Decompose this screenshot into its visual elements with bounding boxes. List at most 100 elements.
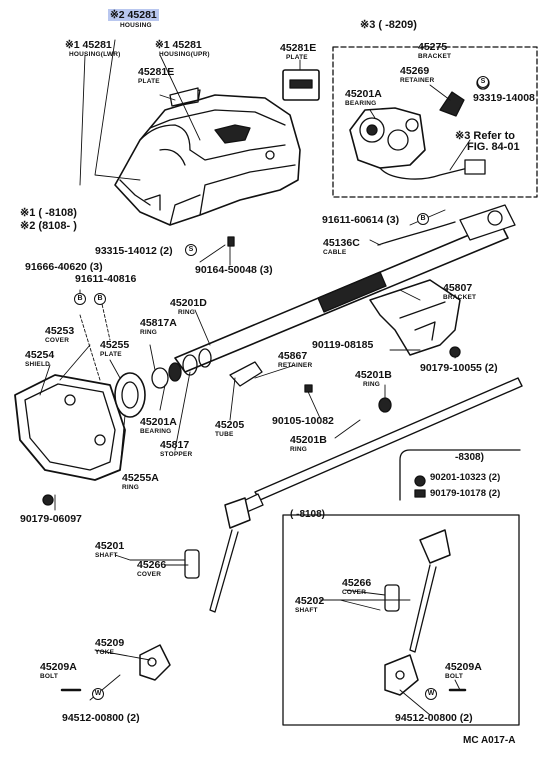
range-code-3: ※3 bbox=[360, 19, 376, 31]
part-number: 45281E bbox=[138, 66, 175, 78]
label-45281-upr: ※1 45281 HOUSING(UPR) bbox=[155, 39, 210, 59]
label-45266-b: 45266 COVER bbox=[342, 577, 372, 597]
part-name: HOUSING bbox=[120, 22, 152, 29]
fastener-glyphs bbox=[42, 236, 461, 506]
refer-text: ※3 Refer to bbox=[455, 130, 515, 142]
part-name: RING bbox=[363, 381, 381, 388]
plate-small-icon bbox=[169, 87, 199, 107]
label-90201: 90201-10323 (2) bbox=[430, 472, 501, 483]
part-name: COVER bbox=[45, 337, 70, 344]
inset-shaft-assembly bbox=[384, 529, 467, 696]
diagram-id: MC A017-A bbox=[463, 735, 516, 746]
label-45201a-mid: 45201A BEARING bbox=[140, 417, 177, 436]
label-45867: 45867 RETAINER bbox=[278, 350, 312, 370]
label-90105: 90105-10082 bbox=[272, 415, 334, 427]
label-90179-06097: 90179-06097 bbox=[20, 513, 82, 525]
part-name: SHAFT bbox=[95, 552, 118, 559]
range-header-2: ※2 (8108- ) bbox=[20, 219, 77, 232]
part-number: 45253 bbox=[45, 325, 75, 337]
range-header-1: ※1 ( -8108) bbox=[20, 206, 77, 219]
label-45281e-b: 45281E PLATE bbox=[280, 42, 317, 62]
part-number: 45202 bbox=[295, 595, 325, 607]
label-45817a: 45817A RING bbox=[140, 318, 177, 337]
inset-range-8308: -8308) bbox=[455, 452, 484, 463]
part-number: 45255 bbox=[100, 339, 130, 351]
label-45253: 45253 COVER bbox=[45, 325, 75, 345]
part-number: 45201B bbox=[355, 369, 392, 381]
part-number: 45209A bbox=[40, 661, 77, 673]
part-number: 45205 bbox=[215, 419, 245, 431]
column-bracket bbox=[369, 279, 461, 356]
part-name: BRACKET bbox=[443, 294, 477, 301]
label-45201b-b: 45201B RING bbox=[290, 434, 327, 454]
range-value-3: ( -8209) bbox=[378, 19, 417, 31]
symbol-w-icon: W bbox=[92, 688, 104, 700]
label-94512-a: 94512-00800 (2) bbox=[62, 712, 140, 724]
label-45807: 45807 BRACKET bbox=[443, 282, 476, 302]
label-45201: 45201 SHAFT bbox=[95, 540, 125, 560]
symbol-b-icon: B bbox=[417, 213, 429, 225]
label-45201b-a: 45201B RING bbox=[355, 369, 392, 389]
part-number: 45209A bbox=[445, 661, 482, 673]
label-45209a-b: 45209A BOLT bbox=[445, 661, 482, 681]
part-name: TUBE bbox=[215, 431, 234, 438]
column-plate bbox=[114, 372, 146, 418]
ignition-lock-assembly bbox=[349, 76, 490, 180]
part-number: 45867 bbox=[278, 350, 308, 362]
inset-range-8108: ( -8108) bbox=[290, 509, 326, 520]
part-name: HOUSING(UPR) bbox=[159, 51, 210, 58]
label-45205: 45205 TUBE bbox=[215, 419, 245, 439]
part-name: BEARING bbox=[140, 428, 172, 435]
part-name: COVER bbox=[137, 571, 162, 578]
part-number: 45266 bbox=[342, 577, 372, 589]
part-number: ※1 45281 bbox=[155, 39, 202, 51]
label-93315: 93315-14012 (2) bbox=[95, 245, 173, 257]
part-number: 45269 bbox=[400, 65, 430, 77]
part-name: RING bbox=[140, 329, 158, 336]
label-45269: 45269 RETAINER bbox=[400, 65, 434, 85]
part-name: BEARING bbox=[345, 100, 377, 107]
label-45817: 45817 STOPPER bbox=[160, 440, 192, 459]
label-45281-top: ※2 45281 HOUSING bbox=[108, 9, 159, 29]
range-code-2: ※2 bbox=[20, 220, 36, 232]
part-number: 45807 bbox=[443, 282, 473, 294]
part-number: 45201B bbox=[290, 434, 327, 446]
symbol-b-icon: B bbox=[94, 293, 106, 305]
label-45275: 45275 BRACKET bbox=[418, 42, 451, 61]
part-name: HOUSING(LWR) bbox=[69, 51, 121, 58]
part-name: BOLT bbox=[40, 673, 59, 680]
label-refer: ※3 Refer to FIG. 84-01 bbox=[455, 131, 520, 153]
part-number: 45255A bbox=[122, 472, 159, 484]
part-name: SHAFT bbox=[295, 607, 318, 614]
label-45209a-a: 45209A BOLT bbox=[40, 661, 77, 681]
label-90179-10178: 90179-10178 (2) bbox=[430, 488, 501, 499]
steering-column-tube bbox=[174, 204, 516, 373]
range-value-1: ( -8108) bbox=[38, 207, 77, 219]
part-name: BRACKET bbox=[418, 53, 452, 60]
symbol-s-icon: S bbox=[185, 244, 197, 256]
label-45201a-top: 45201A BEARING bbox=[345, 89, 382, 108]
label-45201d: 45201D RING bbox=[170, 298, 207, 317]
plate-label-icon bbox=[282, 69, 320, 101]
label-91611-40816: 91611-40816 bbox=[75, 273, 137, 285]
part-number: 45266 bbox=[137, 559, 167, 571]
label-45209: 45209 YOKE bbox=[95, 638, 124, 657]
label-45254: 45254 SHIELD bbox=[25, 350, 54, 369]
symbol-w-icon: W bbox=[425, 688, 437, 700]
part-name: COVER bbox=[342, 589, 367, 596]
label-93319: 93319-14008 bbox=[473, 92, 535, 104]
part-name: SHIELD bbox=[25, 361, 51, 368]
label-45255a: 45255A RING bbox=[122, 472, 159, 492]
label-45281-lwr: ※1 45281 HOUSING(LWR) bbox=[65, 39, 120, 59]
part-name: PLATE bbox=[138, 78, 160, 85]
part-name: BOLT bbox=[445, 673, 464, 680]
part-number: 45201 bbox=[95, 540, 125, 552]
retainer-clip bbox=[229, 361, 263, 387]
part-number: 45281E bbox=[280, 42, 317, 54]
part-name: RING bbox=[122, 484, 140, 491]
part-name: STOPPER bbox=[160, 451, 193, 458]
part-name: RING bbox=[290, 446, 308, 453]
part-number: ※2 45281 bbox=[108, 9, 159, 21]
part-number: ※1 45281 bbox=[65, 39, 112, 51]
